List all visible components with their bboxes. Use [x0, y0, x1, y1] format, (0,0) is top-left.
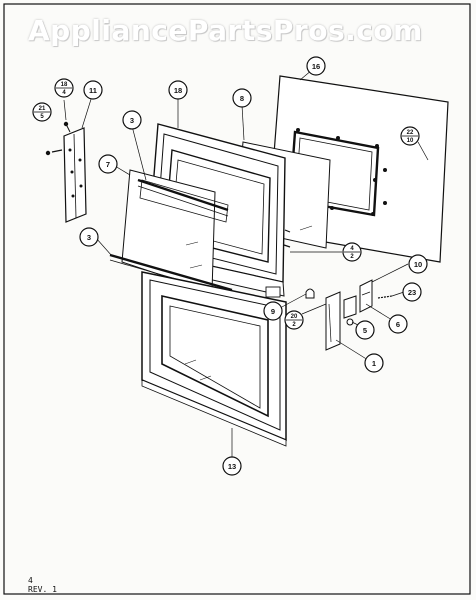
svg-text:3: 3 — [130, 116, 134, 125]
svg-text:18: 18 — [61, 82, 68, 88]
svg-text:10: 10 — [414, 260, 422, 269]
svg-text:2: 2 — [292, 322, 296, 328]
callout-9: 9 — [263, 301, 283, 321]
watermark: AppliancePartsPros.com — [28, 14, 423, 47]
svg-text:1: 1 — [372, 359, 376, 368]
callout-4-2: 4 2 — [342, 242, 362, 262]
callout-21-5: 21 5 — [32, 102, 52, 122]
leader-lines — [63, 69, 429, 458]
part-screws-left — [45, 121, 71, 156]
callout-1: 1 — [364, 353, 384, 373]
svg-text:23: 23 — [408, 288, 416, 297]
part-latch-spring — [343, 295, 357, 326]
svg-text:10: 10 — [407, 138, 414, 144]
svg-text:6: 6 — [396, 320, 400, 329]
svg-text:4: 4 — [350, 246, 354, 252]
part-latch-screw — [377, 295, 393, 299]
callout-11: 11 — [83, 80, 103, 100]
callout-22-10: 22 10 — [400, 126, 420, 146]
revision-label: REV. 1 — [28, 585, 57, 594]
svg-text:22: 22 — [407, 130, 414, 136]
callout-16: 16 — [306, 56, 326, 76]
svg-text:8: 8 — [240, 94, 244, 103]
callout-20-2: 20 2 — [284, 310, 304, 330]
svg-text:7: 7 — [106, 160, 110, 169]
page-number: 4 — [28, 576, 33, 585]
svg-text:18: 18 — [174, 86, 182, 95]
callout-10: 10 — [408, 254, 428, 274]
part-latch-bracket — [359, 279, 373, 313]
part-hinge-bracket — [63, 127, 87, 223]
callout-5: 5 — [355, 320, 375, 340]
part-small-clip — [305, 288, 315, 299]
callout-8: 8 — [232, 88, 252, 108]
callout-23: 23 — [402, 282, 422, 302]
svg-text:3: 3 — [87, 233, 91, 242]
callout-3-lower: 3 — [79, 227, 99, 247]
svg-text:4: 4 — [62, 90, 66, 96]
callout-18: 18 — [168, 80, 188, 100]
svg-text:2: 2 — [350, 254, 354, 260]
svg-text:9: 9 — [271, 307, 275, 316]
callout-18-4: 18 4 — [54, 78, 74, 98]
svg-text:5: 5 — [40, 114, 44, 120]
svg-text:21: 21 — [39, 106, 46, 112]
svg-text:20: 20 — [291, 314, 298, 320]
svg-text:13: 13 — [228, 462, 236, 471]
svg-text:16: 16 — [312, 62, 320, 71]
part-latch-assembly — [325, 291, 341, 351]
svg-text:11: 11 — [89, 86, 97, 95]
page-frame — [3, 3, 471, 595]
callout-7: 7 — [98, 154, 118, 174]
svg-text:5: 5 — [363, 326, 367, 335]
part-seal-strip-upper — [137, 178, 229, 217]
callout-3-upper: 3 — [122, 110, 142, 130]
callout-13: 13 — [222, 456, 242, 476]
callout-6: 6 — [388, 314, 408, 334]
part-outer-door-panel — [141, 271, 287, 447]
